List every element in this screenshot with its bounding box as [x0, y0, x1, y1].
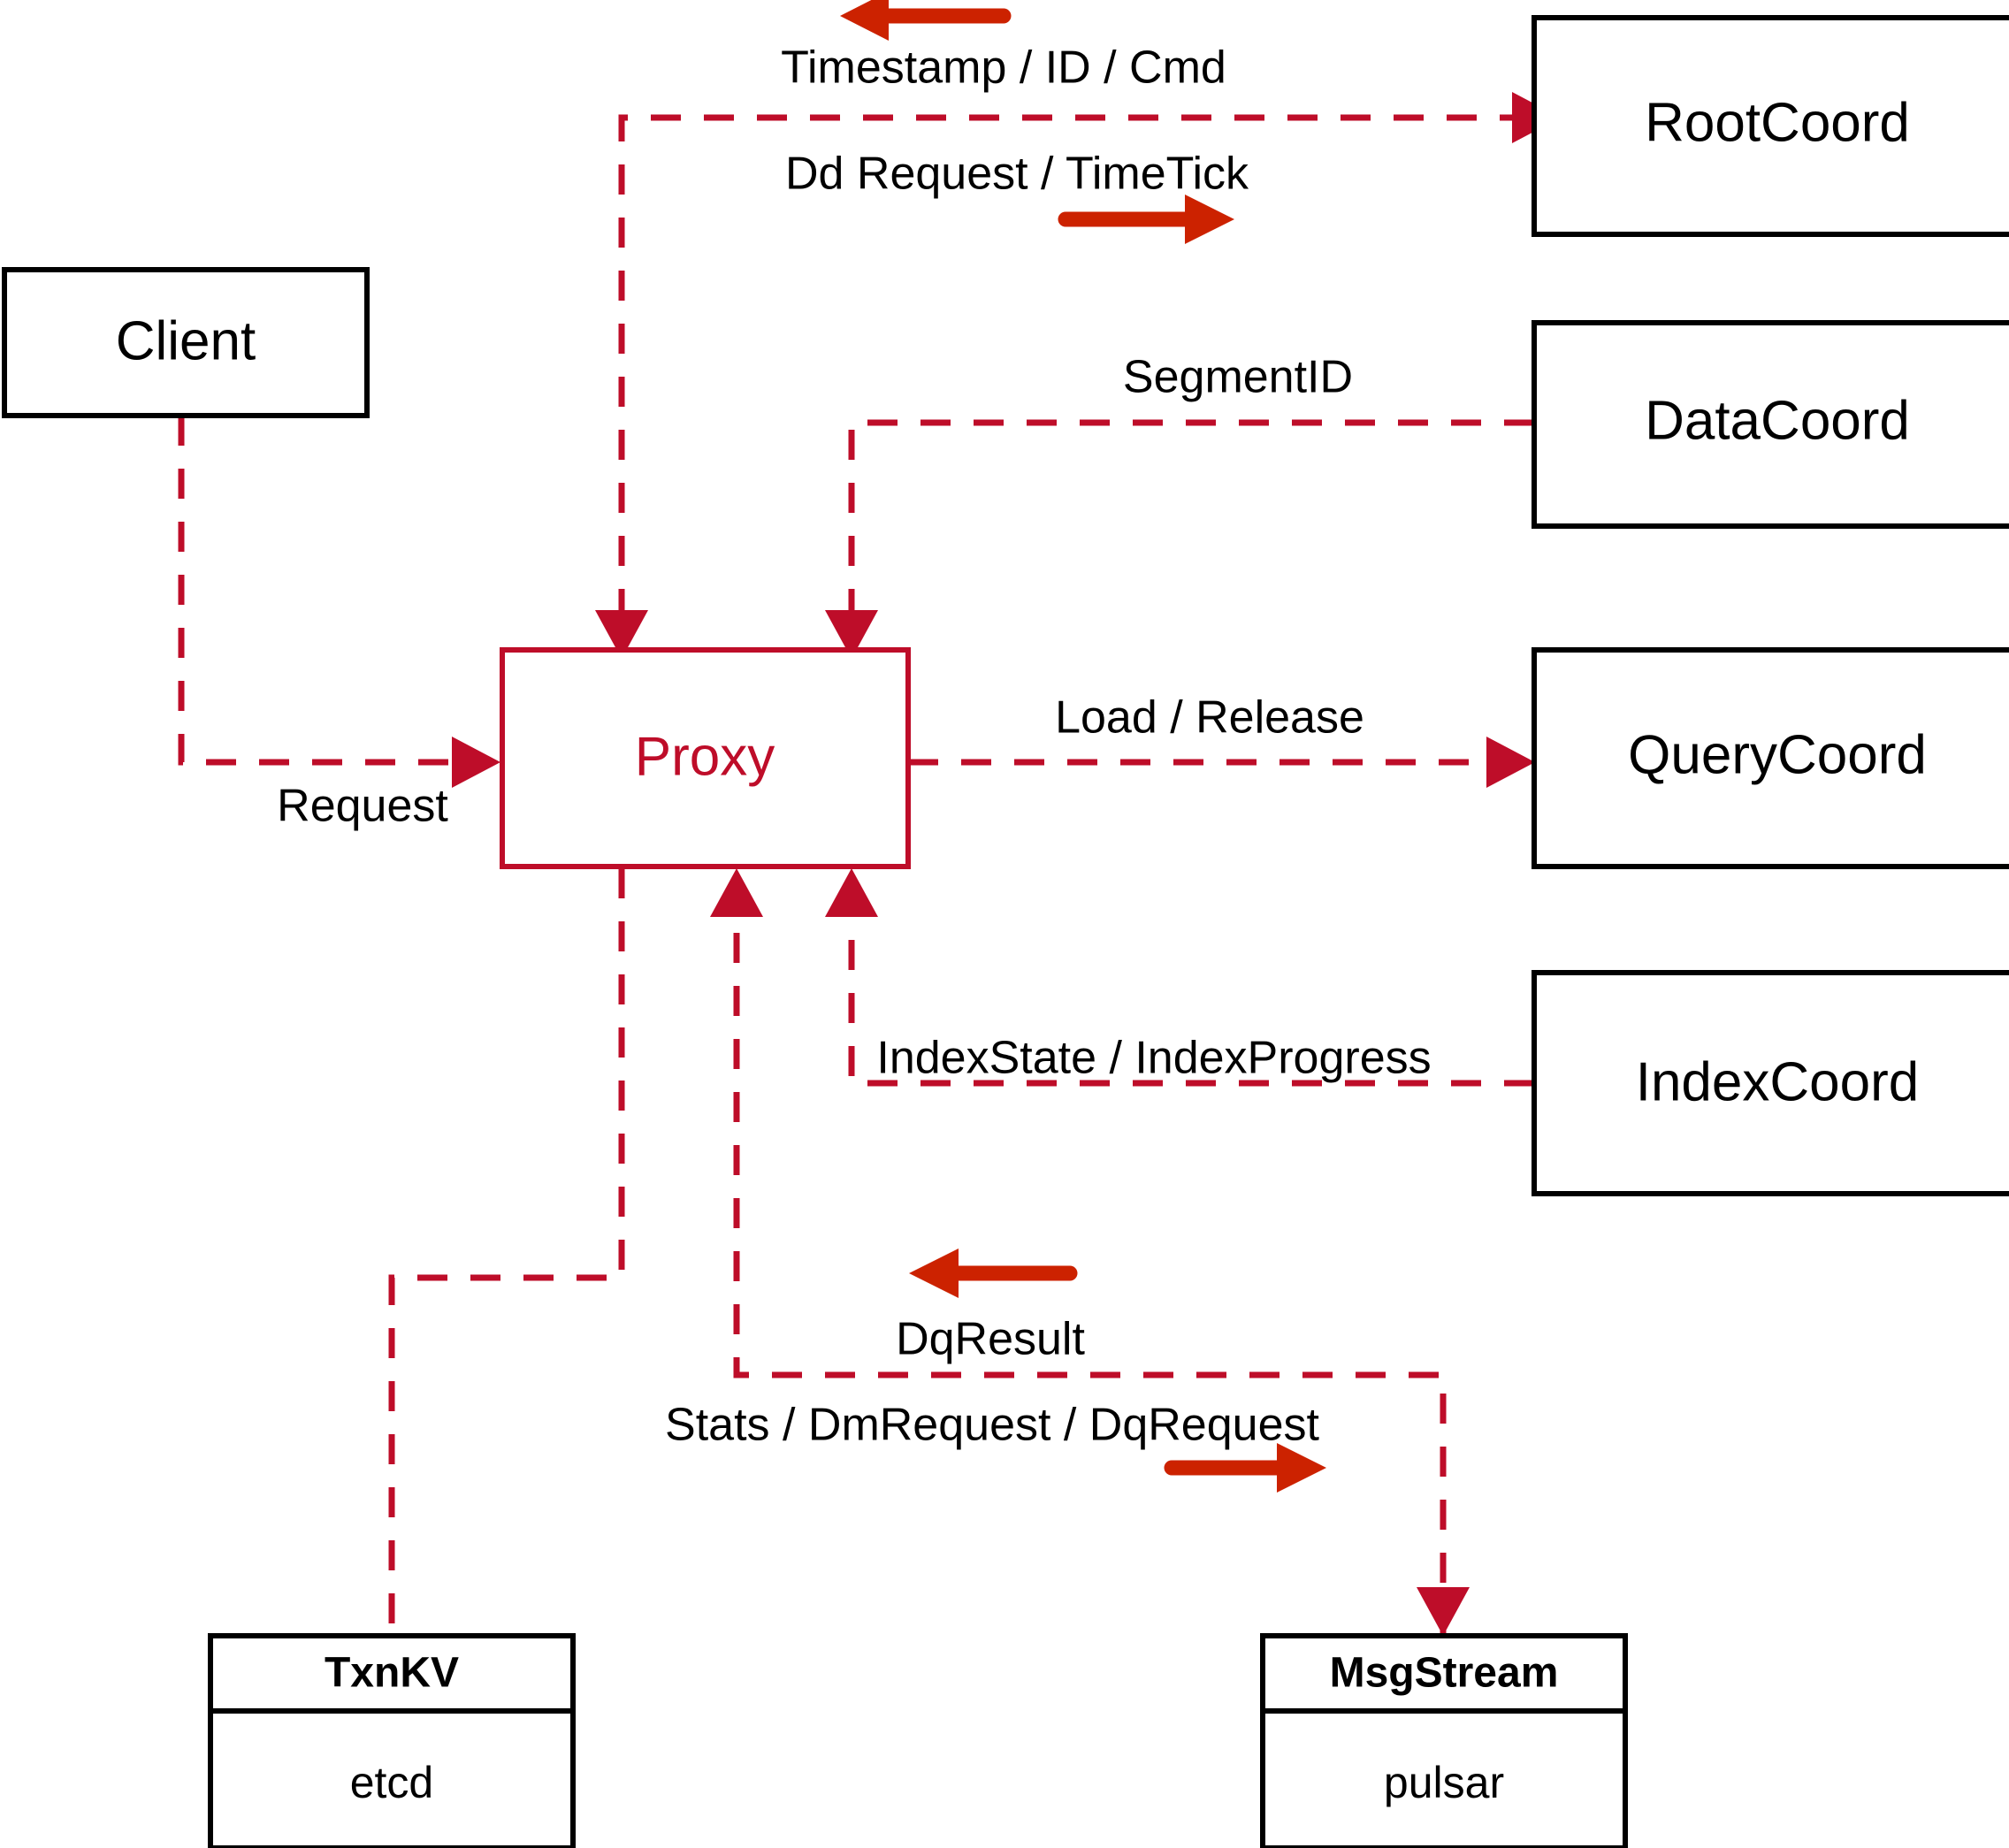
node-proxy-label: Proxy [635, 726, 775, 787]
edge-label-dq-result: DqResult [896, 1314, 1085, 1365]
node-msgstream-body: pulsar [1384, 1758, 1504, 1807]
edge-label-stats-dm-dq-request: Stats / DmRequest / DqRequest [665, 1400, 1319, 1451]
connector-proxy-to-txnkv [388, 868, 625, 1636]
dq-result-arrow [909, 1249, 1078, 1298]
connector-proxy-to-querycoord [908, 737, 1535, 788]
node-rootcoord-label: RootCoord [1645, 92, 1910, 153]
node-datacoord-label: DataCoord [1645, 390, 1910, 451]
node-msgstream-header: MsgStream [1330, 1650, 1559, 1697]
stats-dm-dq-request-arrow [1164, 1443, 1326, 1493]
edge-label-request: Request [277, 781, 448, 832]
edge-label-load-release: Load / Release [1055, 692, 1364, 744]
node-client[interactable]: Client [2, 267, 370, 418]
node-txnkv-header: TxnKV [325, 1650, 459, 1697]
node-txnkv[interactable]: TxnKV etcd [208, 1633, 576, 1848]
edge-label-segment-id: SegmentID [1123, 352, 1353, 403]
edge-label-dd-request-timetick: Dd Request / TimeTick [785, 149, 1249, 200]
node-indexcoord[interactable]: IndexCoord [1532, 970, 2009, 1196]
timestamp-id-cmd-arrow [840, 0, 1012, 41]
connector-client-to-proxy [178, 416, 500, 788]
connector-indexcoord-to-proxy [825, 868, 1534, 1087]
edge-label-index-state-progress: IndexState / IndexProgress [876, 1033, 1431, 1084]
node-querycoord[interactable]: QueryCoord [1532, 647, 2009, 869]
node-querycoord-label: QueryCoord [1628, 724, 1927, 785]
node-proxy[interactable]: Proxy [500, 647, 911, 869]
edge-label-timestamp-id-cmd: Timestamp / ID / Cmd [781, 42, 1226, 94]
dd-request-timetick-arrow [1058, 195, 1234, 244]
connector-datacoord-to-proxy [825, 419, 1534, 659]
node-msgstream[interactable]: MsgStream pulsar [1260, 1633, 1628, 1848]
node-txnkv-body: etcd [350, 1758, 434, 1807]
node-datacoord[interactable]: DataCoord [1532, 320, 2009, 529]
node-client-label: Client [116, 310, 256, 371]
node-indexcoord-label: IndexCoord [1636, 1051, 1920, 1112]
connector-proxy-msgstream [710, 868, 1470, 1636]
node-rootcoord[interactable]: RootCoord [1532, 15, 2009, 237]
